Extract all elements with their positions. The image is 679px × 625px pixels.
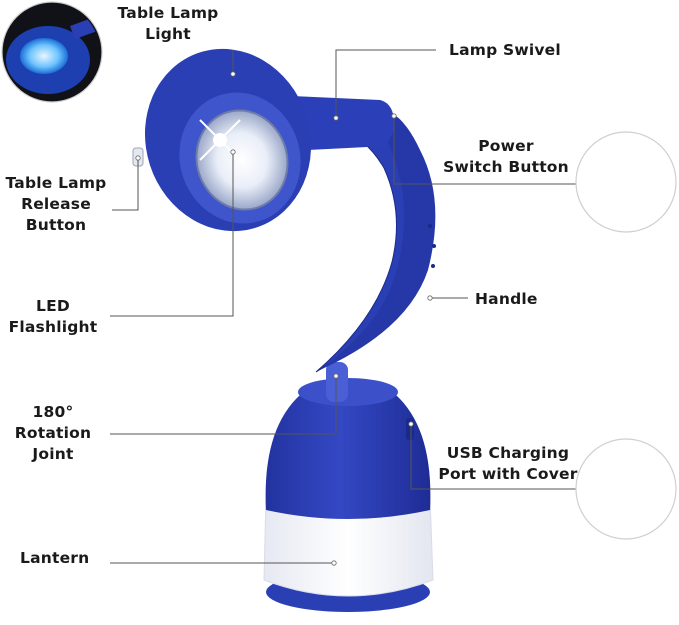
handle-dots — [428, 224, 436, 268]
label-lamp-swivel: Lamp Swivel — [449, 41, 561, 59]
inset-power-switch — [575, 131, 677, 233]
label-led-flashlight: LED Flashlight — [8, 297, 98, 336]
handle-arm-body — [320, 112, 436, 370]
inset-table-lamp-light — [1, 1, 103, 103]
label-power-switch-button: Power Switch Button — [443, 137, 569, 176]
label-handle: Handle — [475, 290, 538, 308]
rotation-joint-post — [326, 362, 348, 402]
label-table-lamp-light: Table Lamp Light — [117, 4, 219, 43]
lamp-illustration — [132, 48, 436, 612]
label-lantern: Lantern — [20, 549, 90, 567]
lantern-diffuser — [263, 495, 434, 597]
lamp-swivel-joint — [292, 96, 395, 150]
label-table-lamp-release-button: Table Lamp Release Button — [5, 174, 107, 234]
lantern-dome — [265, 382, 431, 519]
label-usb-charging-port: USB Charging Port with Cover — [438, 444, 578, 483]
usb-cover-on-base — [406, 418, 414, 440]
label-rotation-joint: 180° Rotation Joint — [14, 403, 92, 463]
leader-lines — [110, 49, 576, 566]
inset-usb-port — [575, 438, 677, 540]
